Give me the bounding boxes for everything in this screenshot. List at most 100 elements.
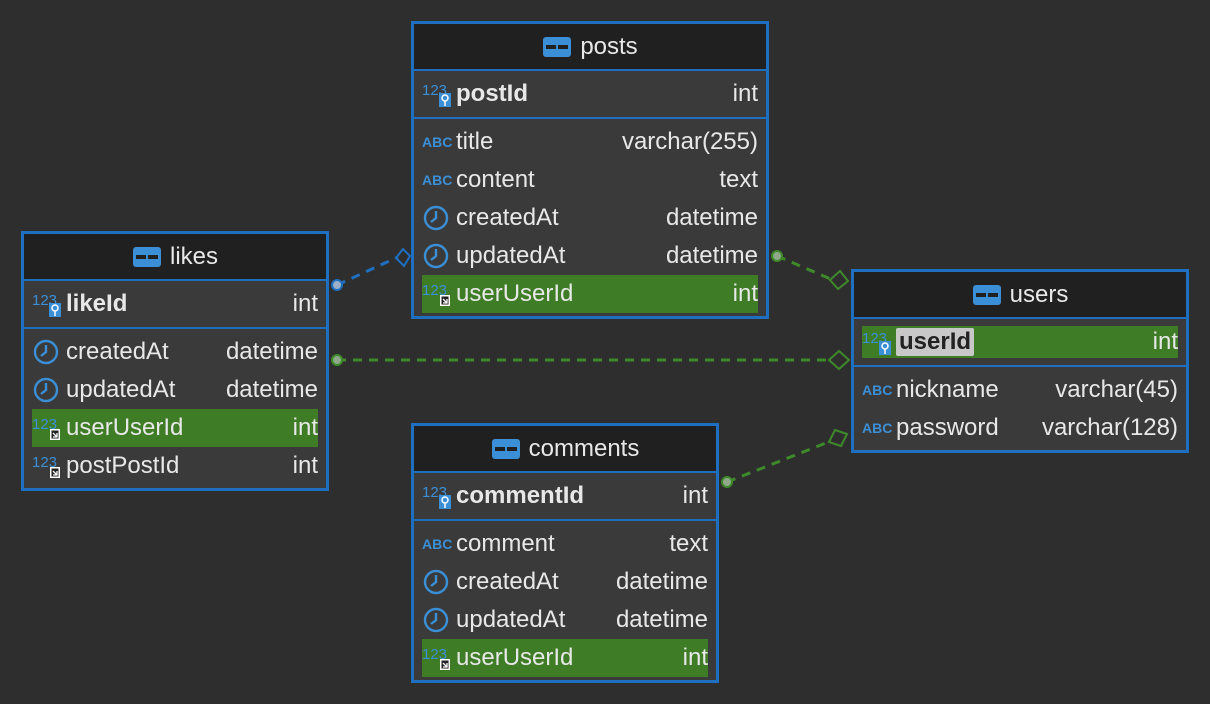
column-type: varchar(45) (1055, 376, 1178, 403)
link-endpoint-diamond (827, 349, 851, 371)
table-icon (972, 284, 1002, 306)
table-icon (542, 36, 572, 58)
entity-header[interactable]: users (854, 272, 1186, 319)
clock-icon (32, 375, 66, 405)
text-icon: ABC (422, 165, 456, 195)
column-name: nickname (896, 376, 999, 403)
svg-text:ABC: ABC (862, 420, 892, 436)
column-type: datetime (615, 568, 708, 595)
relationship-comments-users[interactable] (721, 428, 849, 488)
text-icon: ABC (862, 413, 896, 443)
column-type: datetime (225, 376, 318, 403)
table-icon (491, 438, 521, 460)
clock-icon (422, 203, 456, 233)
column-type: varchar(255) (621, 128, 758, 155)
column-type: datetime (665, 204, 758, 231)
svg-text:123: 123 (422, 646, 447, 663)
column-type: datetime (225, 338, 318, 365)
relationship-posts-users[interactable] (771, 250, 850, 291)
column-name: password (896, 414, 999, 441)
numeric-fk-icon: 123 (422, 279, 456, 309)
entity-title: comments (528, 434, 640, 462)
numeric-key-icon: 123 (422, 79, 456, 109)
column-name: userUserId (456, 644, 574, 671)
clock-icon (422, 241, 456, 271)
column-name: postPostId (66, 452, 180, 479)
entity-header[interactable]: comments (414, 426, 716, 473)
svg-text:ABC: ABC (422, 134, 452, 150)
text-icon: ABC (862, 375, 896, 405)
entity-header[interactable]: posts (414, 24, 766, 71)
column-name: title (456, 128, 494, 155)
link-endpoint-dot (771, 250, 783, 262)
column-type: datetime (665, 242, 758, 269)
column-type: text (719, 166, 758, 193)
svg-text:123: 123 (32, 454, 57, 471)
column-type: int (1152, 328, 1178, 355)
clock-icon (422, 567, 456, 597)
relationship-likes-users[interactable] (331, 349, 851, 371)
column-name: updatedAt (456, 242, 566, 269)
column-row[interactable]: createdAt datetime (422, 199, 758, 237)
numeric-fk-icon: 123 (32, 451, 66, 481)
column-type: text (669, 530, 708, 557)
column-type: varchar(128) (1041, 414, 1178, 441)
numeric-fk-icon: 123 (422, 643, 456, 673)
link-endpoint-diamond (828, 269, 850, 291)
column-row[interactable]: 123 postPostId int (32, 447, 318, 485)
link-endpoint-dot (331, 279, 343, 291)
column-name: postId (456, 80, 528, 107)
entity-header[interactable]: likes (24, 234, 326, 281)
relationship-likes-posts[interactable] (331, 247, 412, 291)
entity-title: users (1009, 280, 1069, 308)
column-type: int (292, 290, 318, 317)
svg-text:ABC: ABC (422, 172, 452, 188)
column-name: comment (456, 530, 555, 557)
column-name: createdAt (456, 204, 559, 231)
link-endpoint-dot (721, 476, 733, 488)
svg-text:123: 123 (422, 282, 447, 299)
table-icon (132, 246, 162, 268)
numeric-fk-icon: 123 (32, 413, 66, 443)
link-endpoint-dot (331, 354, 343, 366)
text-icon: ABC (422, 127, 456, 157)
column-name: updatedAt (456, 606, 566, 633)
svg-text:ABC: ABC (422, 536, 452, 552)
column-name: content (456, 166, 535, 193)
clock-icon (422, 605, 456, 635)
numeric-key-icon: 123 (862, 327, 896, 357)
column-name: userUserId (456, 280, 574, 307)
column-type: int (732, 80, 758, 107)
column-type: int (292, 452, 318, 479)
column-row[interactable]: updatedAt datetime (422, 237, 758, 275)
entity-title: likes (169, 242, 218, 270)
link-endpoint-diamond (394, 247, 412, 268)
numeric-key-icon: 123 (32, 289, 66, 319)
numeric-key-icon: 123 (422, 481, 456, 511)
